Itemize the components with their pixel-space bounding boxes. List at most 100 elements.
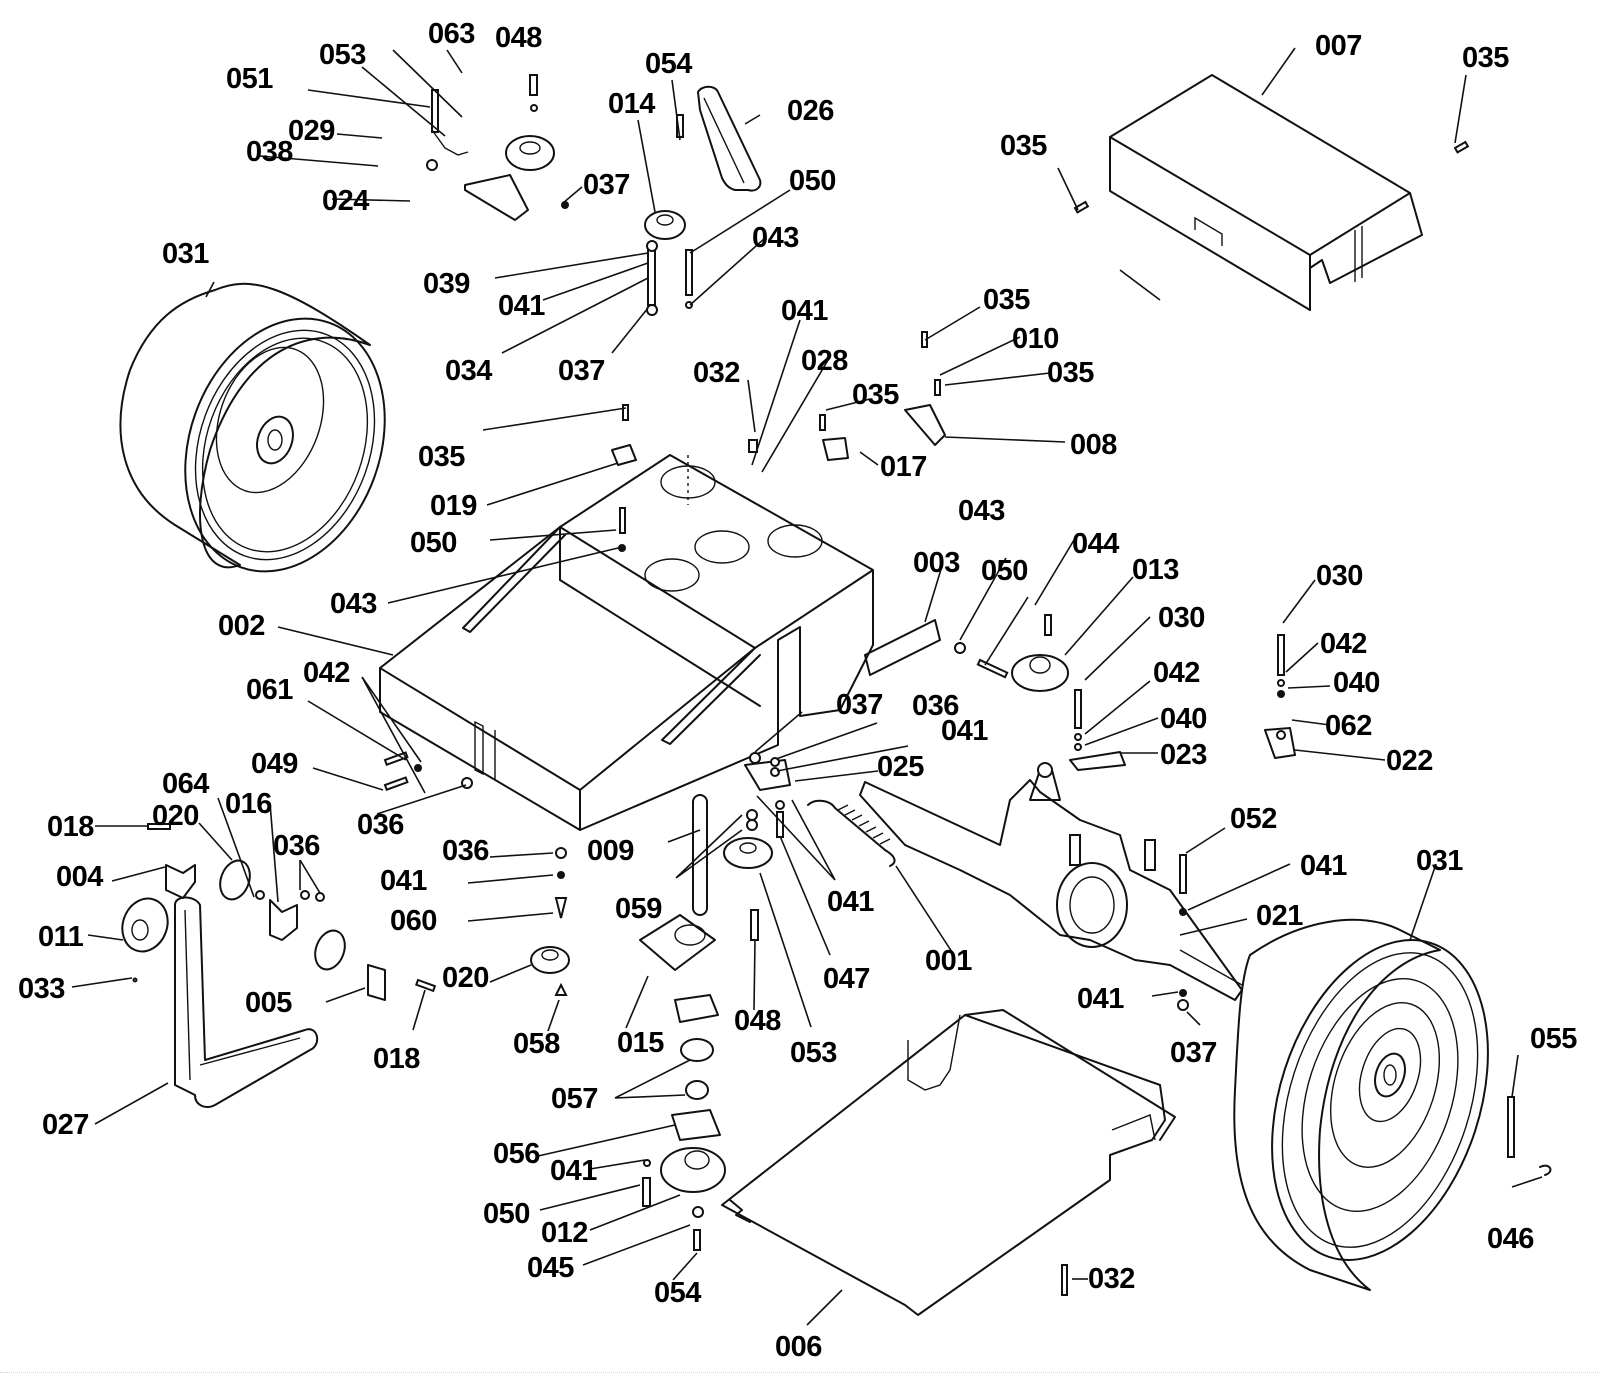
label-064: 064 bbox=[162, 768, 209, 800]
label-019: 019 bbox=[430, 490, 477, 522]
label-050a: 050 bbox=[789, 165, 836, 197]
label-021: 021 bbox=[1256, 900, 1303, 932]
label-027: 027 bbox=[42, 1109, 89, 1141]
label-018a: 018 bbox=[47, 811, 94, 843]
label-020b: 020 bbox=[442, 962, 489, 994]
label-040a: 040 bbox=[1160, 703, 1207, 735]
label-031a: 031 bbox=[162, 238, 209, 270]
label-013: 013 bbox=[1132, 554, 1179, 586]
label-030a: 030 bbox=[1158, 602, 1205, 634]
label-005: 005 bbox=[245, 987, 292, 1019]
label-054a: 054 bbox=[645, 48, 692, 80]
label-035a: 035 bbox=[1000, 130, 1047, 162]
label-055: 055 bbox=[1530, 1023, 1577, 1055]
label-060: 060 bbox=[390, 905, 437, 937]
label-050d: 050 bbox=[483, 1198, 530, 1230]
label-033: 033 bbox=[18, 973, 65, 1005]
label-035e: 035 bbox=[852, 379, 899, 411]
label-056: 056 bbox=[493, 1138, 540, 1170]
label-054b: 054 bbox=[654, 1277, 701, 1309]
label-003: 003 bbox=[913, 547, 960, 579]
label-057: 057 bbox=[551, 1083, 598, 1115]
label-038: 038 bbox=[246, 136, 293, 168]
label-059: 059 bbox=[615, 893, 662, 925]
leader-lines bbox=[71, 47, 1543, 1326]
label-009: 009 bbox=[587, 835, 634, 867]
cover-007 bbox=[1109, 74, 1423, 311]
label-014: 014 bbox=[608, 88, 655, 120]
label-031b: 031 bbox=[1416, 845, 1463, 877]
label-025: 025 bbox=[877, 751, 924, 783]
label-030b: 030 bbox=[1316, 560, 1363, 592]
label-035d: 035 bbox=[1047, 357, 1094, 389]
label-037d: 037 bbox=[1170, 1037, 1217, 1069]
label-041g: 041 bbox=[1077, 983, 1124, 1015]
wheel-right bbox=[1233, 918, 1489, 1291]
label-022: 022 bbox=[1386, 745, 1433, 777]
label-007: 007 bbox=[1315, 30, 1362, 62]
label-036d: 036 bbox=[273, 830, 320, 862]
label-058: 058 bbox=[513, 1028, 560, 1060]
label-042c: 042 bbox=[1320, 628, 1367, 660]
label-029: 029 bbox=[288, 115, 335, 147]
label-040b: 040 bbox=[1333, 667, 1380, 699]
label-037b: 037 bbox=[558, 355, 605, 387]
label-042a: 042 bbox=[303, 657, 350, 689]
label-041f: 041 bbox=[1300, 850, 1347, 882]
label-018b: 018 bbox=[373, 1043, 420, 1075]
label-063: 063 bbox=[428, 18, 475, 50]
label-035f: 035 bbox=[418, 441, 465, 473]
label-001: 001 bbox=[925, 945, 972, 977]
label-043c: 043 bbox=[958, 495, 1005, 527]
label-041h: 041 bbox=[550, 1155, 597, 1187]
label-004: 004 bbox=[56, 861, 103, 893]
label-050c: 050 bbox=[981, 555, 1028, 587]
label-051: 051 bbox=[226, 63, 273, 95]
label-048a: 048 bbox=[495, 22, 542, 54]
label-043a: 043 bbox=[752, 222, 799, 254]
label-048b: 048 bbox=[734, 1005, 781, 1037]
label-024: 024 bbox=[322, 185, 369, 217]
label-036b: 036 bbox=[357, 809, 404, 841]
label-036c: 036 bbox=[442, 835, 489, 867]
label-026: 026 bbox=[787, 95, 834, 127]
belt-026 bbox=[697, 85, 762, 192]
label-002: 002 bbox=[218, 610, 265, 642]
label-035c: 035 bbox=[983, 284, 1030, 316]
transaxle-021 bbox=[859, 762, 1243, 1001]
label-045: 045 bbox=[527, 1252, 574, 1284]
brackets bbox=[165, 174, 1296, 1001]
label-052: 052 bbox=[1230, 803, 1277, 835]
label-053b: 053 bbox=[790, 1037, 837, 1069]
label-041b: 041 bbox=[781, 295, 828, 327]
label-023: 023 bbox=[1160, 739, 1207, 771]
label-017: 017 bbox=[880, 451, 927, 483]
label-036a: 036 bbox=[912, 690, 959, 722]
belt-027 bbox=[174, 896, 319, 1108]
label-041e: 041 bbox=[827, 886, 874, 918]
frame-002 bbox=[379, 454, 874, 831]
label-028: 028 bbox=[801, 345, 848, 377]
label-012: 012 bbox=[541, 1217, 588, 1249]
label-041d: 041 bbox=[380, 865, 427, 897]
label-053a: 053 bbox=[319, 39, 366, 71]
label-008: 008 bbox=[1070, 429, 1117, 461]
label-046: 046 bbox=[1487, 1223, 1534, 1255]
part-labels: 001 002 003 004 005 006 007 008 009 010 … bbox=[18, 18, 1578, 1363]
label-032a: 032 bbox=[693, 357, 740, 389]
label-041c: 041 bbox=[941, 715, 988, 747]
label-010: 010 bbox=[1012, 323, 1059, 355]
page-bottom-rule bbox=[0, 1372, 1600, 1374]
wheel-left bbox=[119, 282, 386, 573]
pan-006 bbox=[721, 1009, 1176, 1316]
label-050b: 050 bbox=[410, 527, 457, 559]
label-034: 034 bbox=[445, 355, 492, 387]
label-039: 039 bbox=[423, 268, 470, 300]
label-062: 062 bbox=[1325, 710, 1372, 742]
hardware bbox=[132, 74, 1552, 1296]
label-020a: 020 bbox=[152, 800, 199, 832]
spring-001 bbox=[807, 799, 896, 867]
label-032b: 032 bbox=[1088, 1263, 1135, 1295]
label-015: 015 bbox=[617, 1027, 664, 1059]
